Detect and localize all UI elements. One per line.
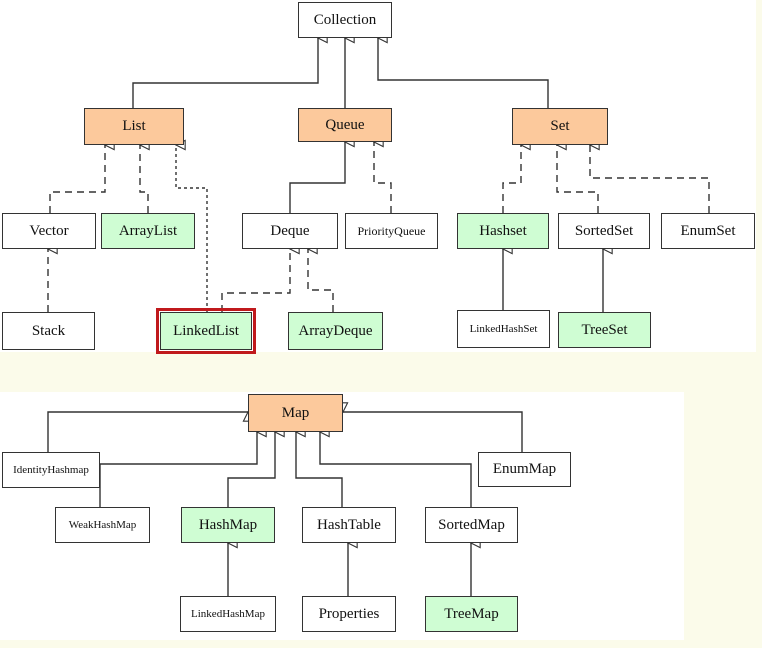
edge-set-collection [378, 38, 549, 108]
node-sortedmap: SortedMap [425, 507, 518, 543]
edge-sortedset-set [557, 145, 599, 213]
node-vector: Vector [2, 213, 96, 249]
node-hashtable: HashTable [302, 507, 396, 543]
edge-arraylist-list [140, 145, 148, 213]
node-collection: Collection [298, 2, 392, 38]
node-map: Map [248, 394, 343, 432]
node-properties: Properties [302, 596, 396, 632]
edge-enummap-map [343, 412, 523, 452]
node-treemap: TreeMap [425, 596, 518, 632]
node-set: Set [512, 108, 608, 145]
node-linkedlist: LinkedList [160, 312, 252, 350]
edge-arraydeque-deque [308, 249, 334, 312]
node-sortedset: SortedSet [558, 213, 650, 249]
node-hashmap: HashMap [181, 507, 275, 543]
node-queue: Queue [298, 108, 392, 142]
node-deque: Deque [242, 213, 338, 249]
edge-weakhashmap-map [99, 432, 257, 507]
node-list: List [84, 108, 184, 145]
node-enummap: EnumMap [478, 452, 571, 487]
edge-sortedmap-map [320, 432, 472, 507]
node-linkedhashset: LinkedHashSet [457, 310, 550, 348]
node-treeset: TreeSet [558, 312, 651, 348]
node-weakhashmap: WeakHashMap [55, 507, 150, 543]
edge-hashtable-map [296, 432, 343, 507]
edge-identityhashmap-map [47, 412, 248, 452]
node-stack: Stack [2, 312, 95, 350]
edge-vector-list [49, 145, 105, 213]
node-identityhashmap: IdentityHashmap [2, 452, 100, 488]
edge-list-collection [132, 38, 318, 108]
node-arraydeque: ArrayDeque [288, 312, 383, 350]
edge-deque-queue [289, 142, 345, 213]
node-enumset: EnumSet [661, 213, 755, 249]
edge-enumset-set [590, 145, 710, 213]
node-linkedhashmap: LinkedHashMap [180, 596, 276, 632]
node-arraylist: ArrayList [101, 213, 195, 249]
node-priorityqueue: PriorityQueue [345, 213, 438, 249]
edge-hashmap-map [227, 432, 275, 507]
node-hashset: Hashset [457, 213, 549, 249]
edge-linkedlist-deque [221, 249, 290, 312]
edge-linkedlist-list [176, 145, 208, 312]
edge-priorityqueue-queue [374, 142, 392, 213]
edge-hashset-set [502, 145, 521, 213]
